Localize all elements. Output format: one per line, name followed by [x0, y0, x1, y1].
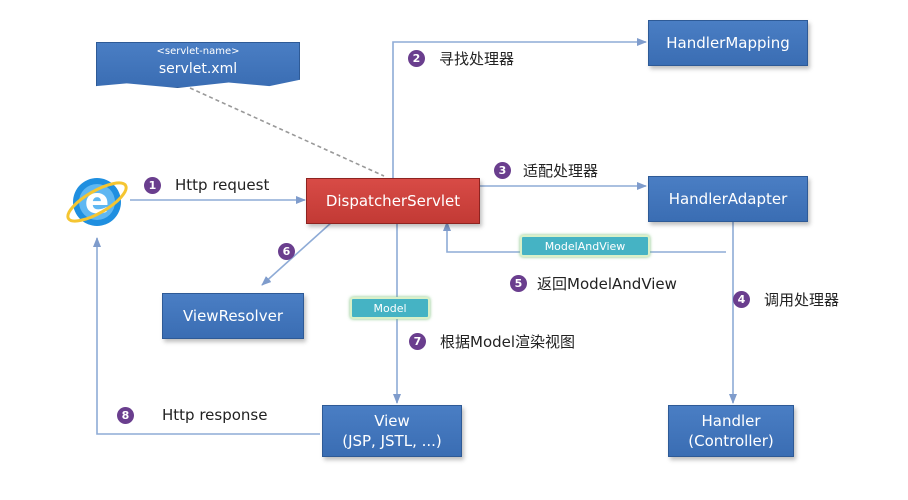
dispatcher-servlet-node: DispatcherServlet [306, 178, 480, 224]
step-7-label: 根据Model渲染视图 [440, 333, 576, 351]
step-5-badge: 5 [510, 275, 527, 292]
model-tag: Model [350, 297, 430, 319]
step-8-label: Http response [162, 406, 268, 424]
step-7-badge: 7 [409, 333, 426, 350]
arrow-http-response [93, 237, 320, 435]
model-and-view-tag-label: ModelAndView [544, 239, 626, 253]
step-2-badge: 2 [408, 50, 425, 67]
step-6: 6 [278, 243, 309, 260]
view-resolver-label: ViewResolver [182, 307, 283, 325]
step-7: 7 根据Model渲染视图 [409, 331, 575, 352]
step-6-badge: 6 [278, 243, 295, 260]
servlet-xml-label: servlet.xml [158, 61, 238, 77]
controller-label: (Controller) [688, 432, 774, 450]
view-node: View (JSP, JSTL, ...) [322, 405, 462, 457]
step-5-label: 返回ModelAndView [537, 275, 677, 293]
step-3: 3 适配处理器 [494, 160, 598, 181]
handler-adapter-label: HandlerAdapter [668, 190, 788, 208]
step-4-label: 调用处理器 [764, 291, 840, 309]
step-3-badge: 3 [494, 162, 511, 179]
servlet-name-label: <servlet-name> [156, 46, 240, 57]
step-4-badge: 4 [733, 291, 750, 308]
step-5: 5 返回ModelAndView [510, 273, 677, 294]
view-technologies-label: (JSP, JSTL, ...) [342, 432, 442, 450]
handler-mapping-label: HandlerMapping [666, 34, 790, 52]
servlet-xml-node: <servlet-name> servlet.xml [96, 42, 300, 88]
step-3-label: 适配处理器 [523, 162, 599, 180]
config-link [189, 87, 385, 177]
internet-explorer-icon: e [66, 178, 128, 226]
model-tag-label: Model [373, 301, 407, 315]
arrow-find-handler [392, 38, 647, 178]
handler-label: Handler [701, 412, 761, 430]
step-2: 2 寻找处理器 [408, 48, 514, 69]
view-resolver-node: ViewResolver [162, 293, 304, 339]
step-1-label: Http request [175, 176, 270, 194]
handler-node: Handler (Controller) [668, 405, 794, 457]
dispatcher-servlet-label: DispatcherServlet [325, 192, 461, 210]
step-8: 8 Http response [117, 406, 267, 424]
step-8-badge: 8 [117, 406, 134, 424]
step-4: 4 调用处理器 [733, 289, 839, 310]
step-1-badge: 1 [144, 176, 161, 194]
view-label: View [374, 412, 410, 430]
step-2-label: 寻找处理器 [439, 50, 515, 68]
step-1: 1 Http request [144, 176, 269, 194]
model-and-view-tag: ModelAndView [520, 235, 650, 257]
handler-mapping-node: HandlerMapping [648, 20, 808, 66]
handler-adapter-node: HandlerAdapter [648, 176, 808, 222]
arrow-view-resolver [261, 221, 333, 286]
